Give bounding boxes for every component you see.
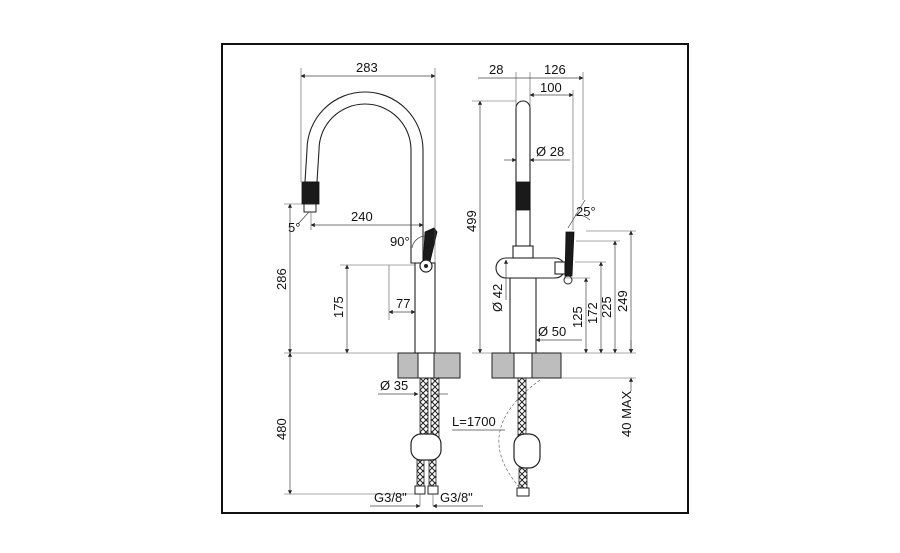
side-base-column bbox=[509, 277, 537, 354]
front-spout bbox=[304, 91, 424, 264]
dim-hose-length: L=1700 bbox=[452, 414, 496, 429]
dim-angle-25: 25° bbox=[576, 204, 596, 219]
dim-240: 240 bbox=[351, 209, 373, 224]
front-view: 283 240 5° 90° 286 175 77 Ø 35 480 bbox=[274, 60, 483, 509]
dim-283: 283 bbox=[356, 60, 378, 75]
side-spout bbox=[515, 100, 531, 247]
side-lever-handle bbox=[564, 231, 575, 277]
thread-right: G3/8" bbox=[440, 490, 473, 505]
dim-286: 286 bbox=[274, 268, 289, 290]
dim-diameter-35: Ø 35 bbox=[380, 378, 408, 393]
dim-225: 225 bbox=[599, 296, 614, 318]
front-body-column bbox=[414, 262, 436, 354]
drawing-frame bbox=[221, 43, 689, 514]
dim-175: 175 bbox=[331, 296, 346, 318]
thread-left: G3/8" bbox=[374, 490, 407, 505]
dim-499: 499 bbox=[464, 210, 479, 232]
dim-125: 125 bbox=[570, 306, 585, 328]
dim-28: 28 bbox=[489, 62, 503, 77]
dim-126: 126 bbox=[544, 62, 566, 77]
dim-40-max: 40 MAX bbox=[619, 390, 634, 437]
dim-angle-90: 90° bbox=[390, 234, 410, 249]
front-spray-head bbox=[301, 181, 320, 205]
side-spray-head bbox=[515, 181, 531, 211]
dim-100: 100 bbox=[540, 80, 562, 95]
dim-diameter-50: Ø 50 bbox=[538, 324, 566, 339]
dim-480: 480 bbox=[274, 418, 289, 440]
dim-diameter-28: Ø 28 bbox=[536, 144, 564, 159]
dim-77: 77 bbox=[396, 296, 410, 311]
side-view: 28 126 100 499 Ø 28 25° Ø 42 Ø 50 125 17… bbox=[452, 62, 636, 497]
dim-diameter-42: Ø 42 bbox=[490, 284, 505, 312]
dim-249: 249 bbox=[615, 290, 630, 312]
dim-172: 172 bbox=[585, 302, 600, 324]
